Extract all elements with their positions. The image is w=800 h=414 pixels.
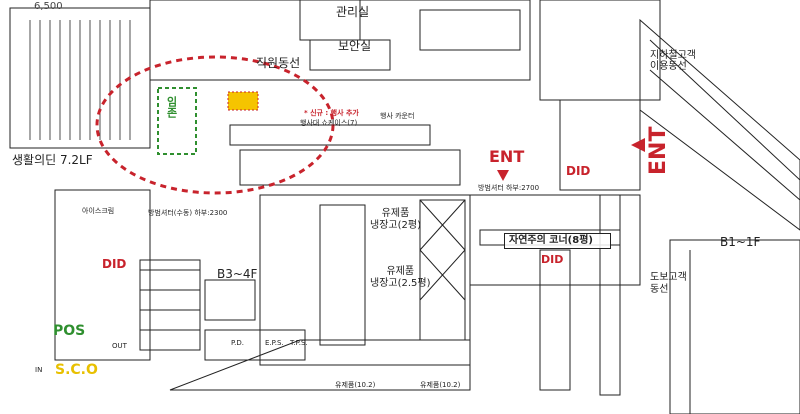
dairy-fridge-2-label: 유제품 냉장고(2.5평) [370,266,431,289]
ice-cream-label: 아이스크림 [82,207,115,215]
entrance-label-center: ENT [489,147,525,166]
entrance-label-right: ENT [646,126,671,175]
did-label-top: DID [566,164,591,178]
stair-width-label: 6,500 [34,1,63,12]
tps-label: T.P.S. [290,339,308,347]
sco-label: S.C.O [55,362,98,378]
security-office-label: 보안실 [338,39,372,53]
eps-label: E.P.S. [265,339,284,347]
manual-shutter-width-label: 방범셔터(수동) 하부:2300 [148,209,228,217]
staff-line-label: 직원동선 [256,56,301,70]
pos-label: POS [53,323,86,339]
natural-corner-label: 자연주의 코너(8평) [509,235,593,246]
walkway-label: 도보고객 동선 [650,272,687,295]
b3-4f-label: B3~4F [217,267,258,281]
window-display-label: 행사대 쇼케이스(7) [300,119,358,127]
dairy-fridge-1-label: 유제품 냉장고(2평) [370,208,421,231]
subway-line-label: 지하철고객 이용동선 [650,50,696,72]
out-label: OUT [112,342,127,350]
natural-corner-box: 자연주의 코너(8평) [504,233,611,249]
counter-note: 행사 카운터 [380,112,415,120]
did-label-left: DID [102,257,127,271]
dairy-case-2-label: 유제품(10.2) [420,381,461,389]
pd-label: P.D. [231,339,244,347]
management-office-label: 관리실 [336,5,370,19]
b1-1f-label: B1~1F [720,235,761,249]
shutter-width-label: 방범셔터 하부:2700 [478,184,540,192]
living-goods-label: 생활의딘 7.2LF [12,153,93,167]
in-label: IN [35,366,43,374]
new-stand-note: * 신규 : 행사 추가 [304,109,359,117]
did-label-right: DID [541,253,564,266]
dairy-case-1-label: 유제품(10.2) [335,381,376,389]
highlight-circle [95,55,335,195]
maintain-label: 임존 [165,96,178,118]
